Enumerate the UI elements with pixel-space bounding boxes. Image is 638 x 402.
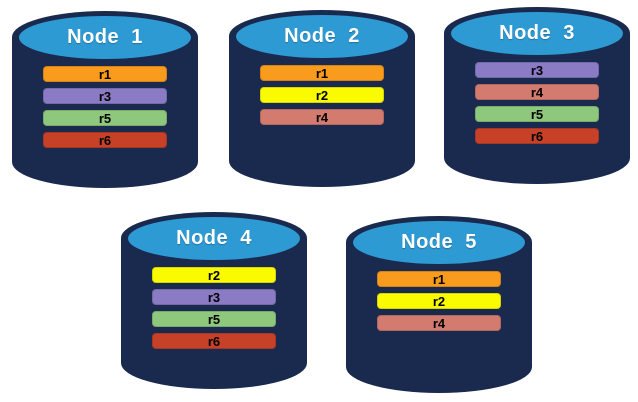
replica-bar-r3: r3 [152,289,276,305]
replica-label: r2 [315,87,329,103]
cylinder-top-face: Node 3 [451,12,623,55]
replica-label: r4 [432,315,446,331]
replica-label: r3 [98,88,112,104]
node-cylinder-2: Node 2 r1 r2 r4 [229,10,415,187]
node-title: Node 4 [176,227,252,249]
node-cylinder-4: Node 4 r2 r3 r5 r6 [121,212,307,389]
replica-bar-r6: r6 [152,333,276,349]
replica-bar-r6: r6 [475,128,599,144]
replica-bar-r2: r2 [260,87,384,103]
replica-label: r6 [207,333,221,349]
replica-label: r6 [530,128,544,144]
replica-bar-r1: r1 [43,66,167,82]
replica-bar-r4: r4 [260,109,384,125]
replica-label: r2 [207,267,221,283]
node-cylinder-1: Node 1 r1 r3 r5 r6 [12,11,198,188]
replica-bar-r3: r3 [43,88,167,104]
replica-label: r3 [530,62,544,78]
cylinder-top-face: Node 4 [128,217,300,260]
replica-list: r3 r4 r5 r6 [475,62,599,144]
replica-label: r1 [98,66,112,82]
cylinder-top-face: Node 5 [353,221,525,264]
replica-label: r2 [432,293,446,309]
replica-bar-r6: r6 [43,132,167,148]
replica-bar-r4: r4 [377,315,501,331]
node-title: Node 1 [67,26,143,48]
replica-bar-r5: r5 [152,311,276,327]
replica-bar-r3: r3 [475,62,599,78]
replica-bar-r1: r1 [377,271,501,287]
replica-label: r5 [207,311,221,327]
replica-list: r1 r2 r4 [260,65,384,125]
replica-label: r5 [98,110,112,126]
replica-label: r5 [530,106,544,122]
replica-label: r1 [432,271,446,287]
replica-label: r4 [530,84,544,100]
node-cylinder-5: Node 5 r1 r2 r4 [346,216,532,393]
replica-bar-r2: r2 [152,267,276,283]
replica-bar-r5: r5 [475,106,599,122]
replica-label: r1 [315,65,329,81]
replica-label: r3 [207,289,221,305]
cylinder-top-face: Node 1 [19,16,191,59]
replica-bar-r5: r5 [43,110,167,126]
node-title: Node 2 [284,25,360,47]
replica-list: r1 r2 r4 [377,271,501,331]
replica-bar-r1: r1 [260,65,384,81]
replica-list: r1 r3 r5 r6 [43,66,167,148]
cylinder-top-face: Node 2 [236,15,408,58]
replica-label: r4 [315,109,329,125]
node-cylinder-3: Node 3 r3 r4 r5 r6 [444,7,630,184]
node-title: Node 3 [499,22,575,44]
replica-bar-r4: r4 [475,84,599,100]
replica-label: r6 [98,132,112,148]
node-title: Node 5 [401,231,477,253]
replica-list: r2 r3 r5 r6 [152,267,276,349]
replica-bar-r2: r2 [377,293,501,309]
